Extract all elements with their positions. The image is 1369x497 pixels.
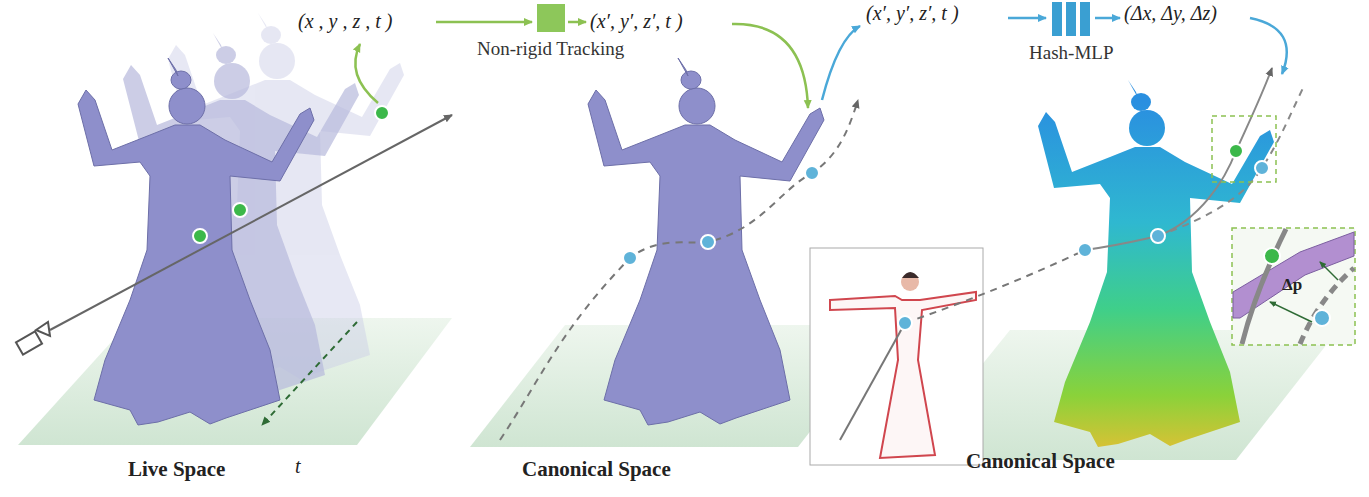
flow-arrow	[732, 24, 808, 108]
illustration-part	[901, 273, 919, 291]
tracking-box: Non-rigid Tracking	[537, 4, 565, 32]
canonical-figure	[588, 58, 824, 425]
illustration-part	[830, 292, 976, 458]
formula: (x′, y′, z′, t )	[590, 10, 683, 32]
node-heading: Hash-MLP	[1029, 43, 1113, 64]
sample-point	[375, 106, 389, 120]
zoom-region	[1212, 116, 1276, 182]
flow-arrow	[355, 44, 378, 103]
live-figure	[78, 58, 314, 425]
mlp-bars	[1050, 2, 1092, 36]
flow-arrow	[568, 21, 586, 24]
zoom-inset	[1232, 228, 1355, 345]
warped-ray	[1158, 88, 1303, 236]
flow-arrow	[1095, 17, 1120, 20]
node-heading: Non-rigid Tracking	[477, 39, 624, 60]
illustration-part	[36, 322, 50, 336]
sample-point	[193, 229, 207, 243]
time-axis	[262, 322, 357, 425]
sample-point	[233, 203, 247, 217]
corrected-ray	[1085, 68, 1272, 250]
sample-point	[1151, 229, 1165, 243]
camera-ray	[840, 323, 905, 440]
sample-point	[1078, 243, 1092, 257]
panel-title: Live Space	[128, 458, 225, 481]
mlp-layer	[1080, 2, 1090, 36]
mlp-layer	[1066, 2, 1076, 36]
formula: (x′, y′, z′, t )	[866, 2, 959, 24]
input-photo	[810, 248, 983, 465]
sample-point	[805, 166, 819, 180]
panel-title: Canonical Space	[966, 450, 1115, 473]
warped-ray	[905, 250, 1085, 323]
offset-label: Δp	[1282, 276, 1302, 295]
formula: (x , y , z , t )	[298, 10, 392, 32]
illustration-part	[1300, 268, 1354, 344]
sample-point	[898, 316, 912, 330]
illustration-part	[1232, 228, 1355, 345]
illustration-part	[1270, 302, 1312, 322]
formula: (Δx, Δy, Δz)	[1124, 2, 1217, 24]
axis-label: t	[295, 455, 301, 477]
illustration-part	[1242, 229, 1286, 344]
illustration-part	[1264, 248, 1280, 264]
mlp-block: Hash-MLP	[1050, 2, 1092, 36]
flow-arrow	[1250, 18, 1287, 74]
mlp-layer	[1052, 2, 1062, 36]
illustration-part	[810, 248, 983, 465]
flow-arrow	[436, 21, 532, 24]
illustration-part	[16, 331, 42, 354]
sample-point	[1255, 161, 1269, 175]
sample-point	[623, 251, 637, 265]
illustration-part	[1314, 310, 1330, 326]
panel-title: Canonical Space	[522, 458, 671, 481]
warped-ray	[500, 100, 858, 440]
flow-arrow	[822, 26, 860, 100]
sample-point	[1229, 144, 1243, 158]
illustration-part	[1320, 262, 1338, 280]
illustration-part	[902, 272, 919, 278]
flow-arrow	[1008, 17, 1046, 20]
sample-point	[701, 235, 715, 249]
camera-ray	[50, 115, 452, 330]
camera-icon	[16, 322, 50, 355]
